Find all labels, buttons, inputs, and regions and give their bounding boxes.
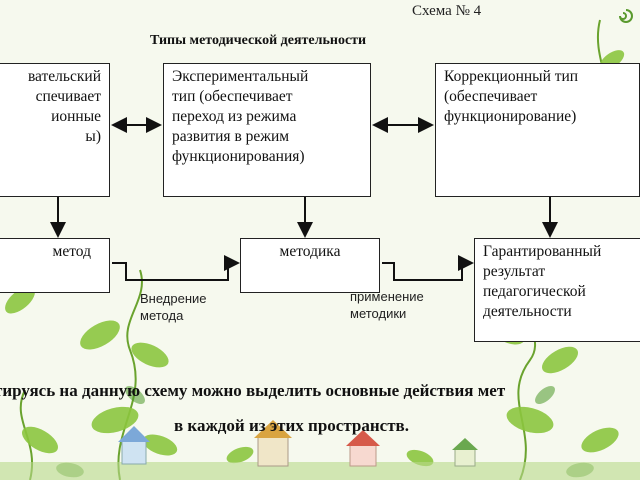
experimental-type-box: Экспериментальный тип (обеспечивает пере…: [163, 63, 371, 197]
footer-line-1: тируясь на данную схему можно выделить о…: [0, 381, 506, 400]
guaranteed-result-box: Гарантированный результат педагогической…: [474, 238, 640, 342]
diagram-title: Типы методической деятельности: [150, 33, 367, 48]
scheme-number: Схема № 4: [412, 3, 482, 19]
research-type-box: вательский спечивает ионные ы): [0, 63, 110, 197]
method-box: метод: [0, 238, 110, 293]
application-caption: применение методики: [350, 289, 424, 321]
arrow-methodology-result: [382, 255, 474, 281]
implementation-caption: Внедрение метода: [140, 291, 207, 323]
correction-type-box: Коррекционный тип (обеспечивает функцион…: [435, 63, 640, 197]
arrow-method-methodology: [112, 255, 240, 281]
research-type-text: вательский спечивает ионные ы): [27, 68, 101, 145]
footer-line-2: в каждой из этих пространств.: [174, 416, 409, 435]
methodology-box: методика: [240, 238, 380, 293]
